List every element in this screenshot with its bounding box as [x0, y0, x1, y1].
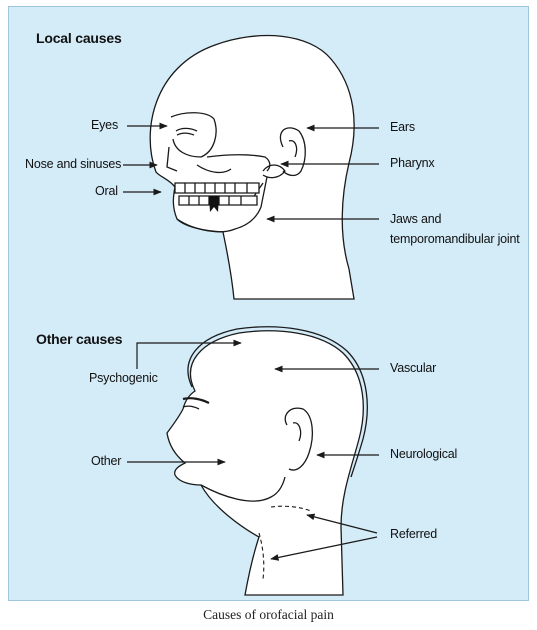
arrow-referred-1 [306, 513, 378, 534]
local-causes-heading: Local causes [36, 30, 122, 46]
diagram-panel: Local causes Other causes Eyes Nose and … [8, 6, 529, 601]
label-psychogenic: Psychogenic [89, 371, 158, 385]
label-referred: Referred [390, 527, 438, 541]
label-vascular: Vascular [390, 361, 437, 375]
other-causes-heading: Other causes [36, 331, 123, 347]
arrow-psychogenic [136, 339, 242, 369]
local-causes-arrows [123, 122, 379, 223]
referred-pain-paths [258, 505, 312, 580]
label-other: Other [91, 454, 122, 468]
label-ears: Ears [390, 120, 415, 134]
label-jaws-tmj: Jaws and temporomandibular joint [390, 212, 520, 246]
head-neck-illustration [166, 326, 368, 596]
other-causes-arrows [127, 339, 379, 561]
diagram-drawing [123, 34, 379, 596]
arrow-referred-2 [270, 536, 378, 561]
label-pharynx: Pharynx [390, 156, 435, 170]
label-nose-and-sinuses: Nose and sinuses [25, 157, 122, 171]
skull-head-illustration [149, 34, 355, 300]
label-oral: Oral [95, 184, 118, 198]
label-eyes: Eyes [91, 118, 118, 132]
dark-tooth-icon [209, 196, 219, 212]
figure-caption: Causes of orofacial pain [203, 607, 334, 622]
label-neurological: Neurological [390, 447, 458, 461]
